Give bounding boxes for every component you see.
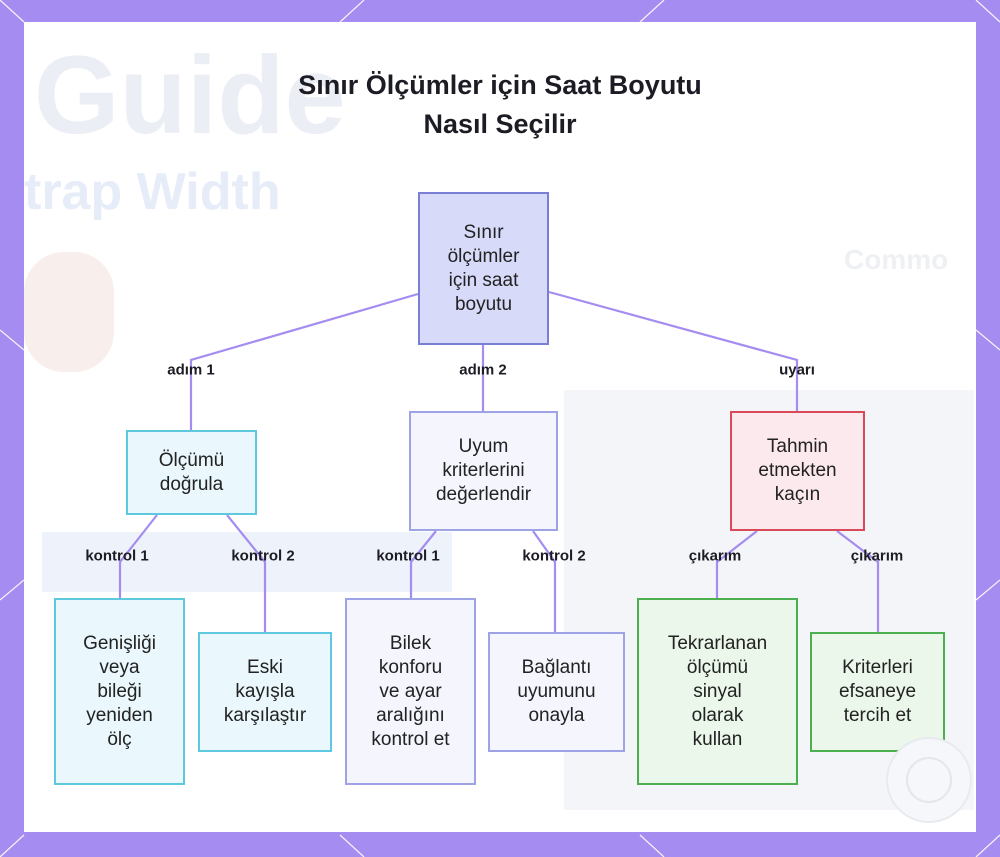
node-line: Tekrarlanan [667, 632, 768, 654]
node-evaluate-criteria: Uyum kriterlerini değerlendir [409, 411, 558, 531]
node-line: Kriterleri [842, 657, 913, 678]
edge-criteria-comfort [409, 530, 437, 598]
edge-label-takeaway2: çıkarım [850, 547, 904, 565]
edge-label-takeaway1: çıkarım [688, 547, 742, 565]
node-line: efsaneye [838, 681, 917, 702]
node-line: karşılaştır [223, 705, 307, 726]
node-confirm-fit: Bağlantı uyumunu onayla [488, 632, 625, 752]
node-line: onayla [528, 705, 585, 726]
edge-avoid-myth [836, 530, 880, 632]
node-avoid-guessing: Tahmin etmekten kaçın [730, 411, 865, 531]
node-line: Bilek [389, 632, 432, 654]
node-remeasure: Genişliği veya bileği yeniden ölç [54, 598, 185, 785]
node-line: kullan [692, 728, 743, 750]
node-line: Uyum [458, 436, 509, 457]
edge-label-check1a: kontrol 1 [85, 547, 149, 565]
node-line: aralığını [376, 704, 445, 726]
node-line: kriterlerini [442, 460, 525, 481]
node-line: değerlendir [435, 484, 532, 505]
node-line: Eski [247, 657, 283, 678]
edge-label-check2a: kontrol 2 [231, 547, 295, 565]
node-verify-measurement: Ölçümü doğrula [126, 430, 257, 515]
node-line: uyumunu [517, 681, 596, 702]
node-line: boyutu [454, 293, 513, 315]
node-line: Ölçümü [158, 449, 225, 471]
node-line: Sınır [463, 221, 504, 243]
title-line-1: Sınır Ölçümler için Saat Boyutu [298, 70, 702, 100]
edge-root-verify [189, 292, 419, 430]
node-line: kontrol et [371, 728, 450, 750]
title-line-2: Nasıl Seçilir [423, 109, 577, 139]
badge-inner-ring [906, 757, 952, 803]
node-line: Genişliği [83, 632, 156, 654]
node-line: konforu [378, 656, 443, 678]
background-watermark-common: Commo [844, 244, 949, 275]
node-line: kaçın [774, 484, 821, 505]
node-line: ve ayar [379, 680, 442, 702]
node-use-as-signal: Tekrarlanan ölçümü sinyal olarak kullan [637, 598, 798, 785]
edge-label-step1: adım 1 [167, 361, 215, 379]
node-line: Bağlantı [521, 657, 592, 678]
edge-root-avoid [548, 290, 799, 411]
background-watermark-strap: trap Width [24, 163, 281, 221]
node-line: ölçümler [447, 245, 520, 267]
node-line: için saat [448, 269, 519, 291]
node-line: ölç [107, 728, 132, 750]
edge-label-warning: uyarı [779, 361, 815, 379]
node-prefer-criteria: Kriterleri efsaneye tercih et [810, 632, 945, 752]
edge-label-check1b: kontrol 1 [376, 547, 440, 565]
node-line: tercih et [843, 705, 912, 726]
edge-avoid-signal [715, 530, 758, 598]
background-blurred-hand [24, 252, 114, 372]
node-check-comfort: Bilek konforu ve ayar aralığını kontrol … [345, 598, 476, 785]
node-line: bileği [97, 680, 142, 702]
node-line: Tahmin [766, 436, 829, 457]
node-line: kayışla [235, 681, 295, 702]
node-line: doğrula [159, 473, 224, 495]
background-watermark-guide: Guide [34, 34, 346, 157]
node-line: olarak [691, 704, 744, 726]
edge-criteria-fit [532, 530, 557, 632]
node-line: ölçümü [686, 656, 749, 678]
background-blurred-strip [42, 532, 452, 592]
node-line: sinyal [693, 680, 742, 702]
watermark-badge-icon [886, 737, 972, 823]
node-line: veya [99, 656, 140, 678]
edge-verify-compare [226, 514, 267, 632]
diagram-title: Sınır Ölçümler için Saat Boyutu Nasıl Se… [200, 66, 800, 144]
edge-label-check2b: kontrol 2 [522, 547, 586, 565]
node-line: etmekten [758, 460, 837, 481]
edge-label-step2: adım 2 [459, 361, 507, 379]
node-line: yeniden [86, 704, 153, 726]
edge-verify-remeasure [118, 514, 158, 598]
node-compare-old-strap: Eski kayışla karşılaştır [198, 632, 332, 752]
node-root-watch-size: Sınır ölçümler için saat boyutu [418, 192, 549, 345]
